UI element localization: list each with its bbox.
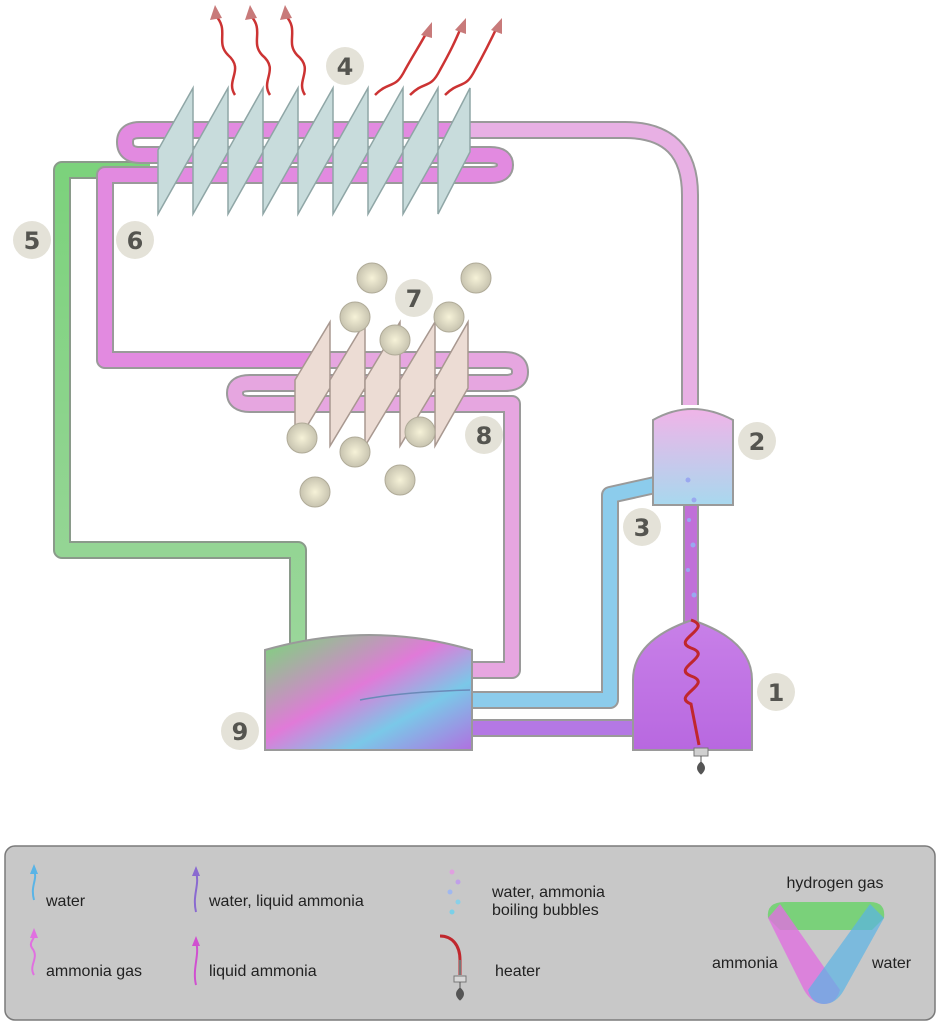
svg-text:4: 4: [337, 53, 354, 81]
legend-bubbles-label-2: boiling bubbles: [492, 902, 599, 919]
legend-water-icon: [30, 864, 38, 901]
label-6: 6: [116, 221, 154, 259]
heater-plug: [693, 747, 709, 757]
snowflakes: [286, 262, 492, 508]
legend-water-liquid-ammonia-icon: [192, 866, 200, 913]
legend-panel: [4, 845, 936, 1021]
boiler-vessel: [632, 618, 753, 751]
legend-liquid-ammonia-icon: [192, 936, 200, 986]
label-1: 1: [757, 673, 795, 711]
svg-text:1: 1: [768, 679, 785, 707]
legend-water-liquid-ammonia-label: water, liquid ammonia: [208, 893, 364, 910]
label-4: 4: [326, 47, 364, 85]
svg-text:7: 7: [406, 285, 423, 313]
boiling-bubbles: [685, 477, 697, 598]
svg-text:8: 8: [476, 422, 493, 450]
legend-water-mix-label: water: [871, 955, 912, 972]
legend-ammonia-gas-label: ammonia gas: [46, 963, 142, 980]
label-2: 2: [738, 422, 776, 460]
legend-ammonia-gas-icon: [29, 928, 38, 976]
heat-waves: [214, 14, 500, 96]
legend-ammonia-label: ammonia: [712, 955, 778, 972]
svg-text:3: 3: [634, 514, 651, 542]
heater-coil: [683, 618, 701, 746]
label-5: 5: [13, 221, 51, 259]
absorber-vessel: [264, 634, 473, 751]
svg-text:9: 9: [232, 718, 249, 746]
legend-liquid-ammonia-label: liquid ammonia: [209, 963, 317, 980]
svg-text:2: 2: [749, 428, 766, 456]
label-9: 9: [221, 712, 259, 750]
separator-vessel: [652, 408, 734, 506]
svg-text:5: 5: [24, 227, 41, 255]
legend-heater-icon: [439, 934, 467, 1001]
condenser-fins: [157, 85, 471, 217]
svg-text:6: 6: [127, 227, 144, 255]
legend-bubbles-label-1: water, ammonia: [491, 884, 605, 901]
label-8: 8: [465, 416, 503, 454]
legend-bubbles-icon: [447, 869, 461, 915]
label-3: 3: [623, 508, 661, 546]
legend-hydrogen-label: hydrogen gas: [787, 875, 884, 892]
label-7: 7: [395, 279, 433, 317]
heat-arrowheads: [210, 5, 502, 38]
legend-heater-label: heater: [495, 963, 541, 980]
legend-water-label: water: [45, 893, 86, 910]
color-mix-key: [767, 902, 885, 1004]
